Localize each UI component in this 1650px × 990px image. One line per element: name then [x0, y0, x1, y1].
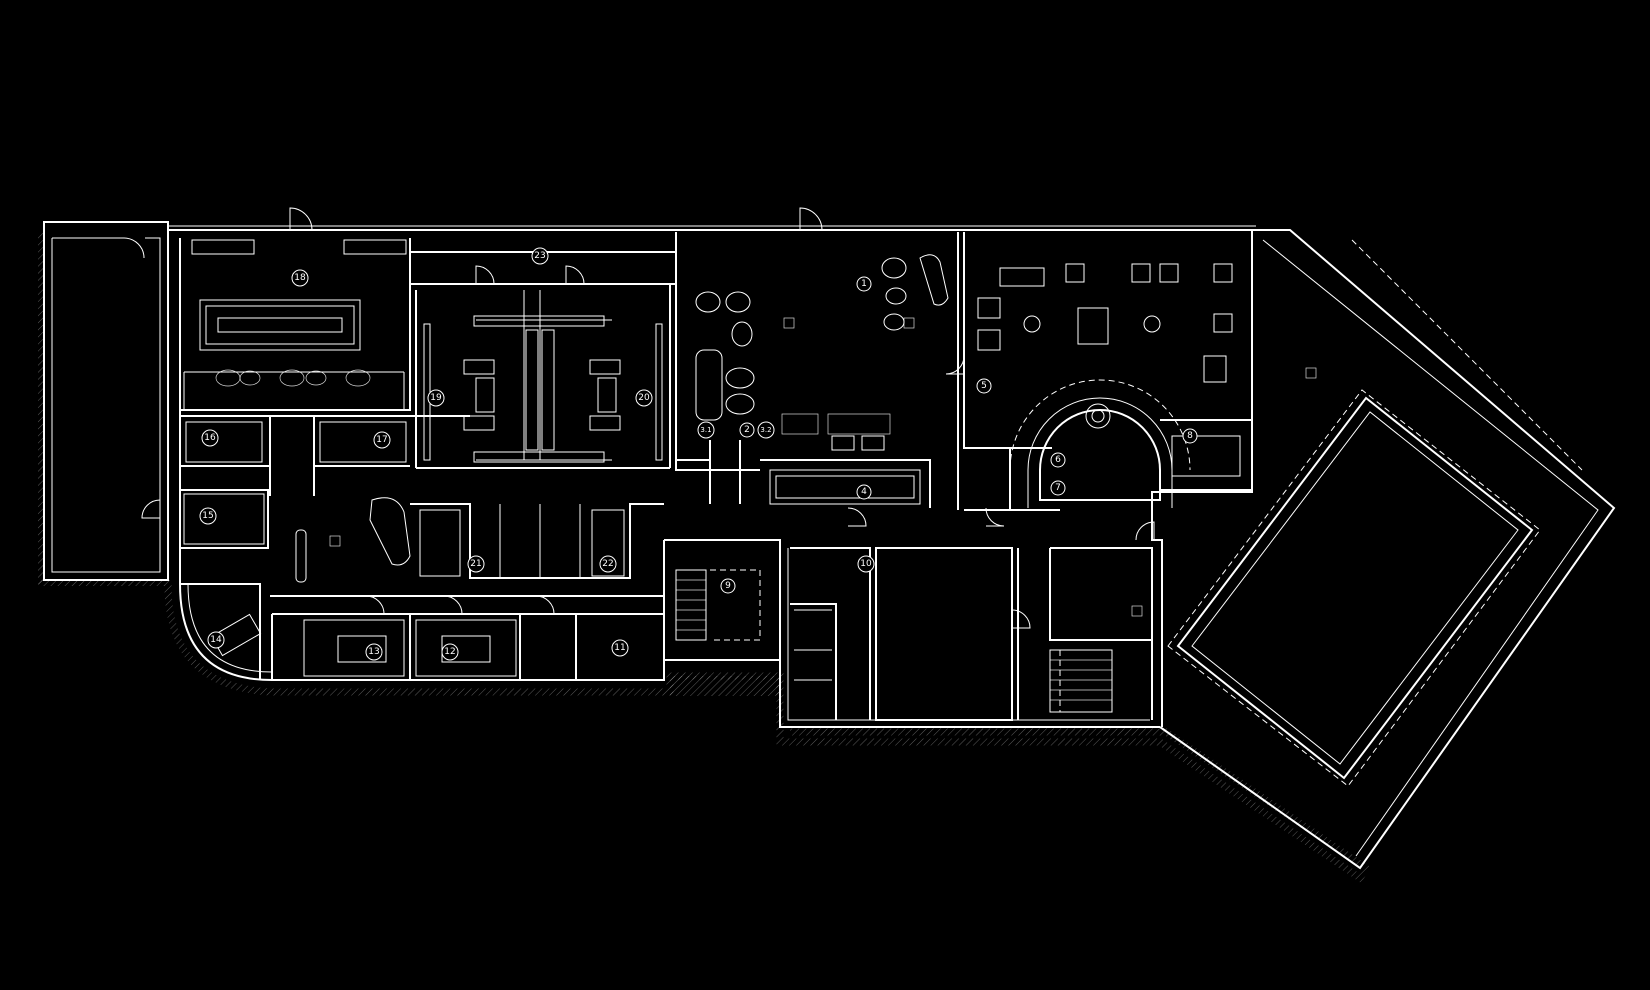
room-label: 16	[201, 429, 219, 447]
room-label: 5	[976, 378, 992, 394]
room-label: 20	[635, 389, 653, 407]
svg-text:4: 4	[861, 487, 867, 497]
svg-text:10: 10	[860, 559, 872, 569]
room-label: 9	[720, 578, 736, 594]
svg-text:7: 7	[1055, 483, 1061, 493]
room-label: 23	[531, 247, 549, 265]
room-label: 22	[599, 555, 617, 573]
exterior-walls	[43, 221, 1616, 870]
room-label: 7	[1050, 480, 1066, 496]
svg-text:13: 13	[368, 647, 379, 657]
svg-text:19: 19	[430, 393, 442, 403]
svg-text:23: 23	[534, 251, 545, 261]
room-label: 6	[1050, 452, 1066, 468]
room-label: 3.1	[697, 421, 715, 439]
room-label: 4	[856, 484, 872, 500]
svg-text:20: 20	[638, 393, 650, 403]
room-label: 12	[441, 643, 459, 661]
svg-text:16: 16	[204, 433, 216, 443]
svg-text:5: 5	[981, 381, 987, 391]
room-label: 11	[611, 639, 629, 657]
svg-text:12: 12	[444, 647, 455, 657]
svg-text:2: 2	[744, 425, 750, 435]
room-label: 10	[857, 555, 875, 573]
room-label: 14	[207, 631, 225, 649]
room-label: 8	[1182, 428, 1198, 444]
svg-text:9: 9	[725, 581, 731, 591]
room-label: 17	[373, 431, 391, 449]
soil-hatching	[38, 232, 1371, 883]
door-swings	[141, 207, 1155, 629]
room-label: 2	[739, 422, 755, 438]
room-label: 19	[427, 389, 445, 407]
svg-text:14: 14	[210, 635, 222, 645]
svg-text:21: 21	[470, 559, 481, 569]
svg-text:15: 15	[202, 511, 213, 521]
room-label: 18	[291, 269, 309, 287]
interior-walls	[180, 232, 1252, 721]
svg-text:18: 18	[294, 273, 306, 283]
room-label: 13	[365, 643, 383, 661]
svg-text:8: 8	[1187, 431, 1193, 441]
svg-text:17: 17	[376, 435, 387, 445]
svg-text:3.1: 3.1	[700, 426, 711, 434]
furniture	[191, 239, 1317, 657]
svg-text:6: 6	[1055, 455, 1061, 465]
room-labels: 1 2 3.1 3.2 4 5 6 7 8 9 10 11 12 13 14 1…	[199, 247, 1198, 661]
room-label: 3.2	[757, 421, 775, 439]
svg-text:11: 11	[614, 643, 625, 653]
svg-text:1: 1	[861, 279, 867, 289]
room-label: 15	[199, 507, 217, 525]
room-label: 21	[467, 555, 485, 573]
room-label: 1	[856, 276, 872, 292]
svg-text:3.2: 3.2	[760, 426, 771, 434]
svg-text:22: 22	[602, 559, 613, 569]
